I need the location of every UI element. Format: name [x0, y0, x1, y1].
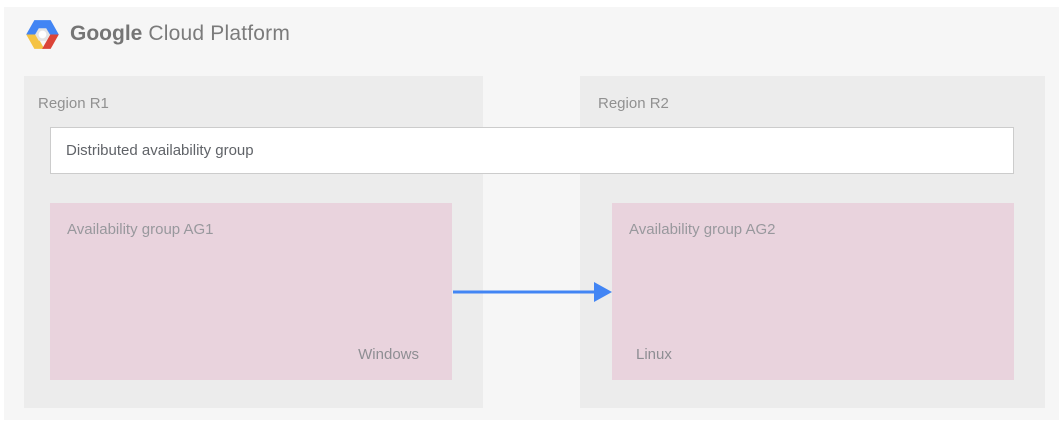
brand-cloud-platform: Cloud Platform — [148, 22, 291, 45]
region-r2-label: Region R2 — [598, 95, 669, 112]
gcp-hexagon-logo-icon — [24, 16, 61, 53]
ag2-os-label: Linux — [636, 346, 672, 363]
region-r2-panel: Region R2 Availability group AG2 Linux — [580, 76, 1045, 408]
distributed-availability-group-label: Distributed availability group — [66, 142, 254, 159]
ag1-os-label: Windows — [358, 346, 419, 363]
availability-group-ag2-box: Availability group AG2 Linux — [612, 203, 1014, 380]
region-r1-panel: Region R1 Availability group AG1 Windows — [24, 76, 483, 408]
ag2-title: Availability group AG2 — [629, 221, 776, 238]
availability-group-ag1-box: Availability group AG1 Windows — [50, 203, 452, 380]
distributed-availability-group-box: Distributed availability group — [50, 127, 1014, 174]
ag1-title: Availability group AG1 — [67, 221, 214, 238]
replication-arrow — [453, 282, 612, 302]
brand-google: Google — [70, 22, 143, 45]
region-r1-label: Region R1 — [38, 95, 109, 112]
